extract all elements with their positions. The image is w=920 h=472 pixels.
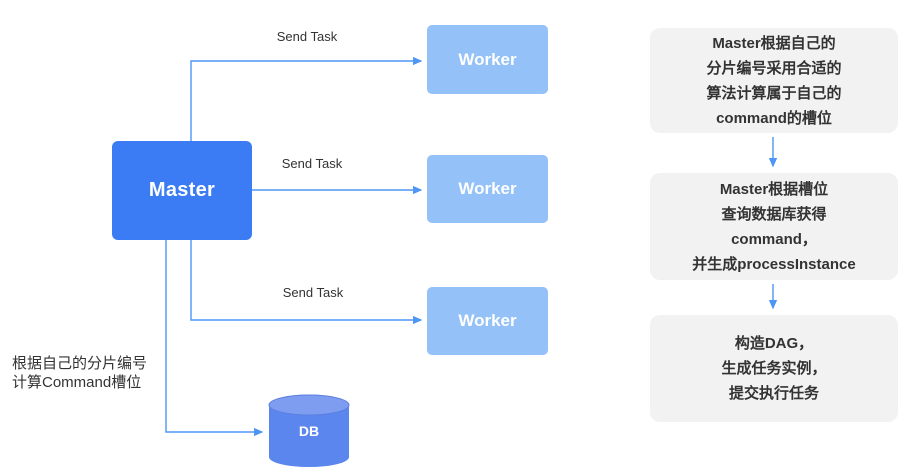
flow-step-line: Master根据槽位 [719,180,829,198]
master-node: Master [112,141,252,240]
arrow-master-to-db [165,240,264,437]
flow-step-line: command， [731,230,817,248]
db-node-label: DB [298,423,320,439]
flow-step-line: 分片编号采用合适的 [706,59,842,77]
flow-step-line: 生成任务实例， [721,360,827,377]
flow-step-line: 构造DAG， [734,335,814,352]
send-task-label-3: Send Task [282,285,344,300]
worker-node-2: Worker [427,155,548,223]
flow-step-line: command的槽位 [716,109,832,127]
flow-step-line: 算法计算属于自己的 [706,84,842,102]
flow-step-line: 查询数据库获得 [721,205,827,223]
flow-step-3: 构造DAG， 生成任务实例， 提交执行任务 [650,315,898,422]
db-cylinder-icon [268,394,350,467]
worker-node-3: Worker [427,287,548,355]
side-note: 根据自己的分片编号 计算Command槽位 [12,354,182,392]
worker-node-1: Worker [427,25,548,94]
flow-step-line: 提交执行任务 [728,385,819,402]
arrow-master-to-worker3 [190,240,423,325]
send-task-label-1: Send Task [276,29,338,44]
flow-step-line: 并生成processInstance [692,255,856,273]
flow-step-1: Master根据自己的 分片编号采用合适的 算法计算属于自己的 command的… [650,28,898,133]
arrow-master-to-worker1 [190,56,423,141]
flow-step-line: Master根据自己的 [712,34,836,52]
side-note-line: 计算Command槽位 [12,374,142,391]
flow-step-2: Master根据槽位 查询数据库获得 command， 并生成processIn… [650,173,898,280]
send-task-label-2: Send Task [281,156,343,171]
side-note-line: 根据自己的分片编号 [12,355,148,372]
